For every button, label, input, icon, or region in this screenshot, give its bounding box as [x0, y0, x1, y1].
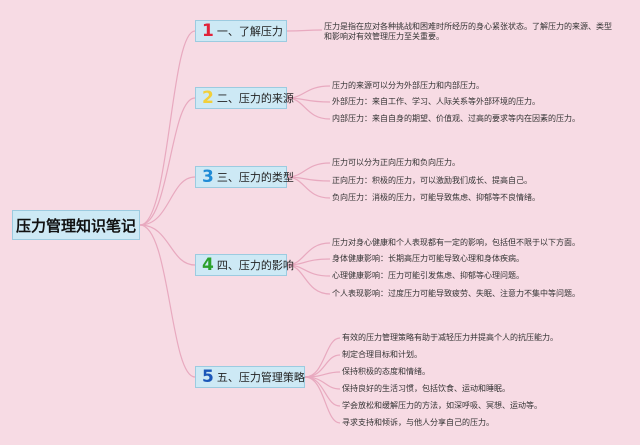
- topic-5-label: 五、压力管理策略: [216, 371, 305, 384]
- topic-1-node[interactable]: 1 一、了解压力: [195, 20, 287, 42]
- topic-2-number: 2: [202, 87, 214, 108]
- topic-5-number: 5: [202, 366, 214, 387]
- topic-4-line-4: 个人表现影响：过度压力可能导致疲劳、失眠、注意力不集中等问题。: [332, 289, 580, 298]
- topic-4-line-1: 压力对身心健康和个人表现都有一定的影响，包括但不限于以下方面。: [332, 238, 580, 247]
- root-node[interactable]: 压力管理知识笔记: [12, 210, 140, 240]
- topic-4-line-3: 心理健康影响：压力可能引发焦虑、抑郁等心理问题。: [332, 271, 524, 280]
- topic-5-line-4: 保持良好的生活习惯，包括饮食、运动和睡眠。: [342, 384, 510, 393]
- topic-4-line-2: 身体健康影响：长期高压力可能导致心理和身体疾病。: [332, 254, 524, 263]
- link-root-1: [139, 30, 196, 226]
- link-5-a: [304, 337, 341, 378]
- topic-1-number: 1: [202, 20, 214, 41]
- link-root-3: [139, 176, 196, 226]
- topic-1-label: 一、了解压力: [216, 25, 283, 38]
- topic-5-line-1: 有效的压力管理策略有助于减轻压力并提高个人的抗压能力。: [342, 333, 558, 342]
- topic-2-label: 二、压力的来源: [216, 92, 294, 105]
- link-4-d: [286, 264, 331, 295]
- topic-3-node[interactable]: 3 三、压力的类型: [195, 166, 294, 188]
- root-title: 压力管理知识笔记: [15, 216, 136, 235]
- link-3-c: [286, 176, 331, 199]
- topic-4-label: 四、压力的影响: [216, 259, 294, 272]
- topic-2-node[interactable]: 2 二、压力的来源: [195, 87, 294, 109]
- topic-5-line-5: 学会放松和缓解压力的方法，如深呼吸、冥想、运动等。: [342, 401, 542, 410]
- link-root-4: [139, 224, 196, 266]
- link-5-b: [304, 354, 341, 378]
- link-root-5: [139, 224, 196, 378]
- topic-1-line-1: 压力是指在应对各种挑战和困难时所经历的身心紧张状态。了解压力的来源、类型和影响对…: [324, 22, 612, 41]
- topic-3-number: 3: [202, 166, 214, 187]
- topic-2-line-1: 压力的来源可以分为外部压力和内部压力。: [332, 81, 484, 90]
- topic-3-line-1: 压力可以分为正向压力和负向压力。: [332, 158, 460, 167]
- topic-3-label: 三、压力的类型: [216, 171, 294, 184]
- topic-3-line-2: 正向压力：积极的压力，可以激励我们成长、提高自己。: [332, 176, 532, 185]
- link-5-c: [304, 371, 341, 378]
- link-5-f: [304, 376, 341, 424]
- topic-3-line-3: 负向压力：消极的压力，可能导致焦虑、抑郁等不良情绪。: [332, 193, 540, 202]
- link-2-c: [286, 97, 331, 120]
- topic-5-line-6: 寻求支持和倾诉，与他人分享自己的压力。: [342, 418, 494, 427]
- link-root-2: [139, 97, 196, 226]
- topic-2-line-3: 内部压力：来自自身的期望、价值观、过高的要求等内在因素的压力。: [332, 114, 580, 123]
- topic-4-node[interactable]: 4 四、压力的影响: [195, 254, 294, 276]
- link-1-a: [286, 29, 323, 32]
- topic-5-node[interactable]: 5 五、压力管理策略: [195, 366, 305, 388]
- topic-2-line-2: 外部压力：来自工作、学习、人际关系等外部环境的压力。: [332, 97, 540, 106]
- topic-5-line-2: 制定合理目标和计划。: [342, 350, 422, 359]
- topic-4-number: 4: [202, 254, 214, 275]
- topic-5-line-3: 保持积极的态度和情绪。: [342, 367, 430, 376]
